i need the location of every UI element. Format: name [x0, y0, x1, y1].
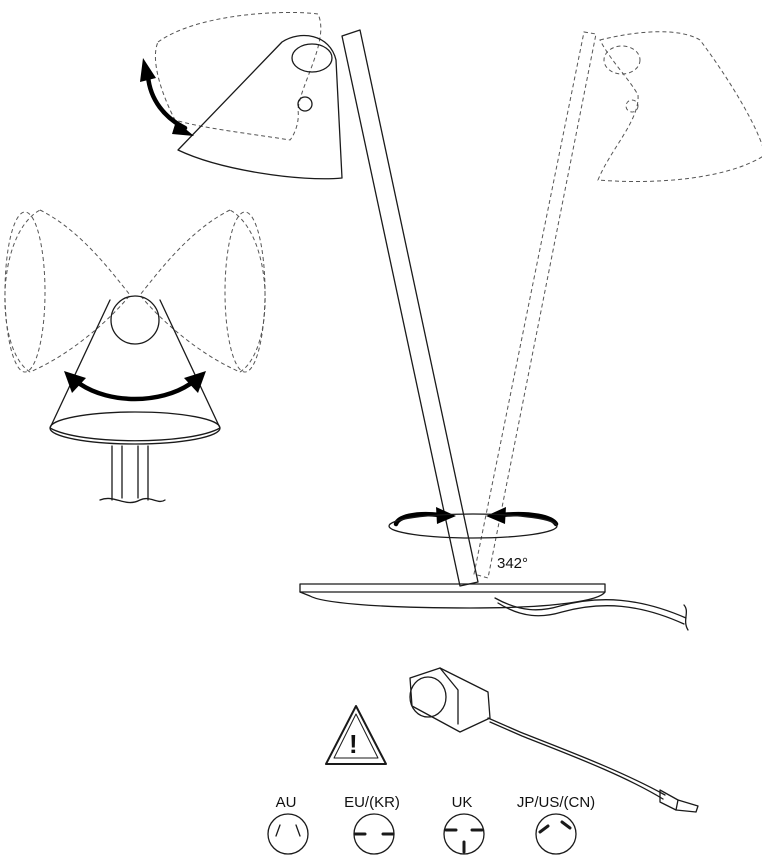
power-adapter-icon — [409, 667, 699, 813]
lamp-arm — [341, 29, 479, 587]
ghost-shade-right — [597, 31, 762, 183]
shade-button — [297, 96, 313, 112]
plug-label-eu-kr: EU/(KR) — [344, 794, 400, 811]
warning-triangle-icon: ! — [325, 705, 387, 765]
swivel-joint — [110, 295, 160, 345]
lamp-shade — [177, 34, 343, 180]
shade-pivot — [291, 43, 333, 73]
lamp-base — [299, 583, 606, 609]
plug-types: AU EU/(KR) UK JP/US/(CN) — [267, 794, 595, 855]
rotation-ellipse — [388, 513, 558, 539]
detail-shade — [49, 299, 221, 442]
plug-label-jp-us-cn: JP/US/(CN) — [517, 794, 595, 811]
warning-symbol: ! — [349, 729, 358, 759]
plug-jp-us-cn-icon — [535, 813, 577, 855]
rotate-arrow-left — [393, 511, 443, 527]
rotation-angle-label: 342° — [497, 555, 528, 572]
ghost-arm — [473, 31, 597, 579]
tilt-arrow — [145, 73, 188, 131]
swivel-arrow — [77, 381, 193, 402]
ghost-shade-tilted — [154, 11, 322, 141]
plug-au-icon — [267, 813, 309, 855]
plug-uk-icon — [443, 813, 485, 855]
plug-label-uk: UK — [452, 794, 473, 811]
plug-label-au: AU — [276, 794, 297, 811]
lamp-cable — [494, 597, 687, 619]
main-lamp-figure: 342° — [140, 11, 762, 631]
shade-swivel-detail — [4, 209, 266, 504]
plug-eu-kr-icon — [353, 813, 395, 855]
